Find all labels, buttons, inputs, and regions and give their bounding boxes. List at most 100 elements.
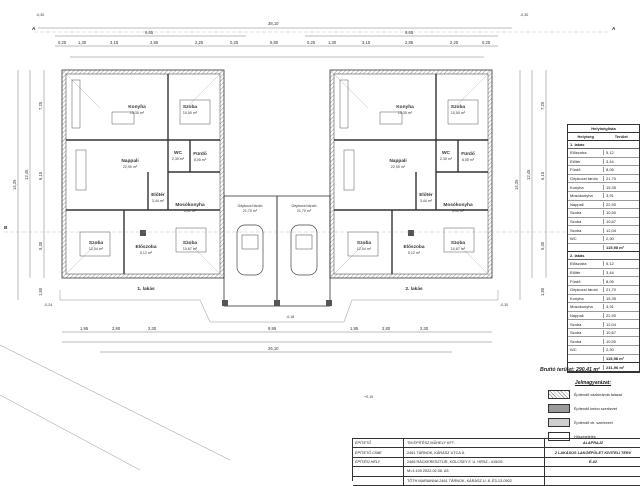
svg-text:Szoba: Szoba (357, 240, 371, 246)
svg-text:3,44 m²: 3,44 m² (420, 199, 433, 203)
title-block: ÉPÍTETŐ TM ÉPÍTÉSZ MŰHELY KFT. ALAPRAJZ … (352, 438, 640, 486)
unit-1-label: 1. lakás (137, 286, 155, 292)
svg-text:3,15: 3,15 (110, 40, 119, 45)
svg-text:10,67 m²: 10,67 m² (183, 247, 198, 251)
svg-text:2,85: 2,85 (405, 40, 414, 45)
svg-text:6,15: 6,15 (38, 171, 43, 180)
svg-text:Előszoba: Előszoba (403, 244, 424, 250)
svg-text:5,12 m²: 5,12 m² (408, 251, 421, 255)
side-dimension-lines (17, 70, 547, 300)
svg-text:Szoba: Szoba (183, 240, 197, 246)
svg-text:1,30: 1,30 (328, 40, 337, 45)
svg-text:15,35 m²: 15,35 m² (398, 111, 413, 115)
svg-text:Szoba: Szoba (451, 104, 465, 110)
svg-text:10,50 m²: 10,50 m² (451, 111, 466, 115)
svg-text:3,91 m²: 3,91 m² (452, 209, 465, 213)
garage-block (222, 195, 332, 307)
svg-text:Nappali: Nappali (121, 158, 138, 164)
svg-text:WC: WC (442, 150, 451, 156)
svg-text:2,85: 2,85 (150, 40, 159, 45)
white-swatch (548, 432, 570, 441)
overall-width: 38,10 (268, 21, 279, 26)
svg-text:Konyha: Konyha (128, 104, 146, 110)
title-block-row: TÓTH MARIANNA 2461 TÁRNOK, KÁRÁSZ U. 8. … (353, 476, 640, 486)
svg-text:-0,18: -0,18 (286, 315, 294, 319)
schedule-title: Helyiséglista (568, 125, 639, 133)
bottom-dimension-lines (62, 331, 492, 353)
section-total: 115,98 m² (568, 244, 639, 253)
svg-text:1,30: 1,30 (78, 40, 87, 45)
svg-text:7,25: 7,25 (540, 101, 545, 110)
unit-2-label: 2. lakás (405, 286, 423, 292)
svg-text:8,05 m²: 8,05 m² (462, 158, 475, 162)
svg-text:+0,19: +0,19 (364, 395, 373, 399)
title-block-row: ÉPÍTETŐ CÍME 2461 TÁRNOK, KÁRÁSZ UTCA 8.… (353, 448, 640, 458)
svg-text:Konyha: Konyha (396, 104, 414, 110)
section-a-right: A (612, 26, 616, 32)
svg-text:Fürdő: Fürdő (193, 151, 207, 157)
legend: Jelmagyarázat: Építendő vázkerámia falaz… (548, 380, 638, 446)
svg-text:2,30: 2,30 (148, 326, 157, 331)
svg-text:3,44 m²: 3,44 m² (152, 199, 165, 203)
svg-text:0,25: 0,25 (307, 40, 316, 45)
bottom-segment-labels: 1,95 2,80 2,30 9,95 1,95 2,80 2,30 (80, 326, 429, 331)
svg-text:Mosókonyha: Mosókonyha (443, 202, 473, 208)
svg-text:Nappali: Nappali (389, 158, 406, 164)
legend-item: Építendő vázkerámia falazat (548, 390, 638, 399)
svg-text:Gépkocsi tároló: Gépkocsi tároló (238, 204, 263, 208)
legend-title: Jelmagyarázat: (574, 380, 612, 386)
svg-text:Gépkocsi tároló: Gépkocsi tároló (292, 204, 317, 208)
section-b-left: B (4, 225, 8, 231)
svg-text:1,80: 1,80 (38, 287, 43, 296)
right-height-total: 14,25 (514, 179, 519, 190)
garage-labels: Gépkocsi tároló 21,70 m² Gépkocsi tároló… (238, 204, 317, 213)
svg-text:12,45: 12,45 (526, 169, 531, 180)
svg-text:21,70 m²: 21,70 m² (243, 209, 258, 213)
svg-text:8,05 m²: 8,05 m² (194, 158, 207, 162)
svg-text:0,25: 0,25 (482, 40, 491, 45)
svg-text:2,30 m²: 2,30 m² (440, 157, 453, 161)
svg-text:Szoba: Szoba (183, 104, 197, 110)
inner-width: 26,10 (268, 346, 279, 351)
left-height-total: 14,25 (12, 179, 17, 190)
svg-text:1,95: 1,95 (80, 326, 89, 331)
svg-text:6,80: 6,80 (270, 40, 279, 45)
svg-text:2,30 m²: 2,30 m² (172, 157, 185, 161)
schedule-header: Helyiség Terület (568, 133, 639, 141)
svg-text:12,04 m²: 12,04 m² (89, 247, 104, 251)
gray-swatch (548, 404, 570, 413)
svg-text:Szoba: Szoba (451, 240, 465, 246)
svg-text:0,25: 0,25 (230, 40, 239, 45)
left-height-inner: 12,45 (24, 169, 29, 180)
svg-text:WC: WC (174, 150, 183, 156)
top-segment-labels: 0,25 1,30 3,15 2,85 2,25 0,25 6,80 0,25 … (58, 40, 491, 45)
svg-text:Előtér: Előtér (419, 192, 433, 198)
svg-text:Mosókonyha: Mosókonyha (175, 202, 205, 208)
unit-width-right: 9,65 (405, 30, 414, 35)
svg-text:-0,24: -0,24 (44, 303, 52, 307)
svg-text:Fürdő: Fürdő (461, 151, 475, 157)
svg-text:10,67 m²: 10,67 m² (451, 247, 466, 251)
terrain-lines (0, 290, 499, 471)
section-a-left: A (32, 26, 36, 32)
svg-text:0,25: 0,25 (58, 40, 67, 45)
unit-width-left: 9,65 (145, 30, 154, 35)
elevation-marks: -0,30 -0,30 -0,24 -0,18 +0,19 -0,30 (36, 13, 528, 399)
